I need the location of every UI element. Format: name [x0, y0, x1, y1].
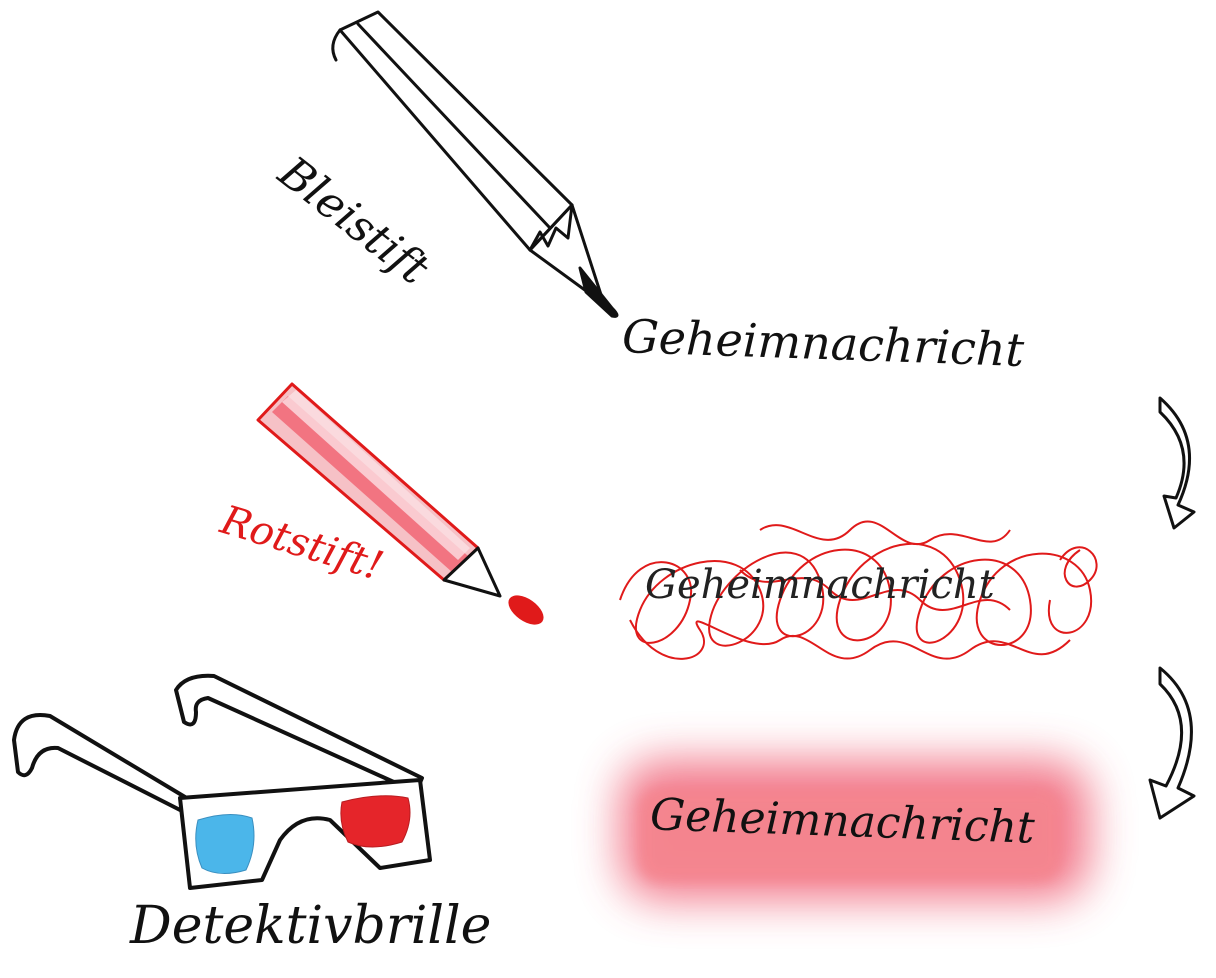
arrow-down-icon	[1150, 668, 1194, 818]
red-pencil-icon	[258, 384, 549, 630]
secret-message-step2: Geheimnachricht	[645, 565, 995, 605]
secret-message-step1: Geheimnachricht	[621, 313, 1025, 373]
red-lens	[341, 796, 410, 847]
arrow-down-icon	[1160, 398, 1194, 528]
cyan-lens	[196, 814, 254, 873]
secret-message-step3: Geheimnachricht	[649, 793, 1035, 850]
glasses-label: Detektivbrille	[130, 900, 491, 952]
